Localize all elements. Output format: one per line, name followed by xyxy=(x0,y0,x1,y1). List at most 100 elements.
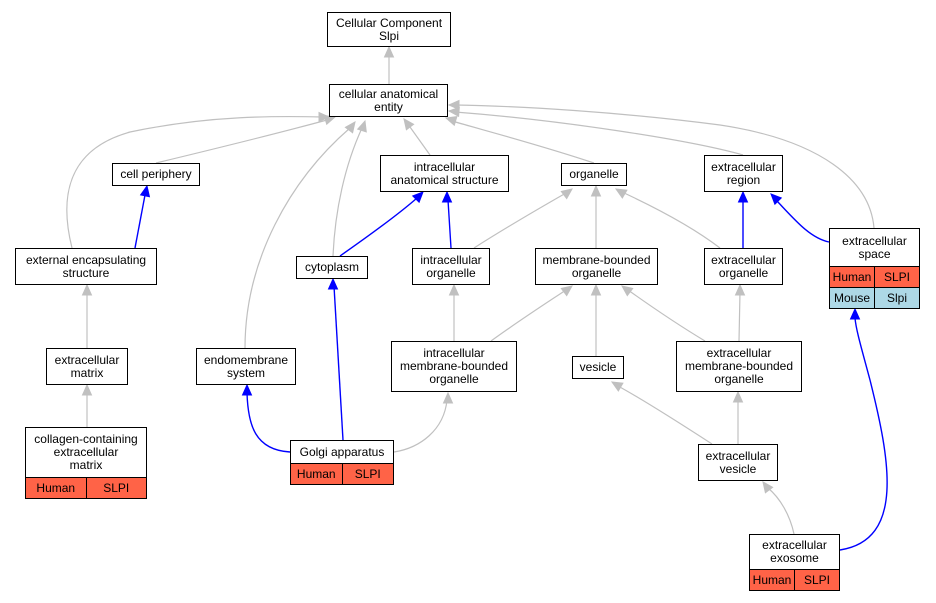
gene-cell: SLPI xyxy=(794,570,839,590)
term-label-line: organelle xyxy=(429,372,479,386)
term-label-line: collagen-containing xyxy=(34,432,138,446)
gene-cell: SLPI xyxy=(874,267,919,287)
term-label: Golgi apparatus xyxy=(291,441,393,463)
arrowhead xyxy=(732,390,744,403)
term-label-line: entity xyxy=(374,99,403,114)
is-a-edge xyxy=(738,291,741,342)
arrowhead xyxy=(614,188,628,199)
arrowhead xyxy=(442,391,454,404)
term-label-line: cellular anatomical xyxy=(338,86,439,101)
go-term-node-cytoplasm[interactable]: cytoplasm xyxy=(296,256,368,279)
arrowhead xyxy=(344,121,356,134)
is-a-edge xyxy=(451,120,595,164)
term-label-line: organelle xyxy=(426,265,476,280)
arrowhead xyxy=(356,119,367,133)
term-label-line: intracellular xyxy=(423,346,485,360)
is-a-edge xyxy=(66,115,323,249)
arrowhead xyxy=(448,283,460,296)
arrowhead xyxy=(849,307,861,320)
term-label-line: intracellular xyxy=(413,159,476,174)
term-label-line: vesicle xyxy=(719,461,757,476)
is-a-edge xyxy=(393,399,448,453)
part-of-edge xyxy=(333,285,344,441)
term-label-line: organelle xyxy=(714,372,764,386)
part-of-edge xyxy=(339,197,418,257)
arrowhead xyxy=(318,111,331,123)
arrowhead xyxy=(441,190,453,203)
term-label-line: organelle xyxy=(718,265,769,280)
term-label-line: extracellular xyxy=(842,233,907,248)
is-a-edge xyxy=(244,127,351,349)
arrowhead xyxy=(762,481,774,494)
go-term-node-organelle[interactable]: organelle xyxy=(561,163,627,186)
arrowhead xyxy=(610,381,624,392)
arrowhead xyxy=(770,193,783,206)
part-of-edge xyxy=(134,194,146,249)
term-label-line: exosome xyxy=(770,551,819,565)
arrowhead xyxy=(560,188,573,200)
go-term-node-cell-periphery[interactable]: cell periphery xyxy=(112,163,200,186)
part-of-edge xyxy=(447,199,452,249)
term-label-line: extracellular xyxy=(53,445,119,459)
arrowhead xyxy=(734,283,746,296)
arrowhead xyxy=(590,184,602,197)
term-label-line: endomembrane xyxy=(203,352,289,367)
species-cell: Human xyxy=(296,466,336,481)
term-label-line: membrane-bounded xyxy=(542,252,651,267)
species-cell: Mouse xyxy=(833,290,871,305)
term-label-line: matrix xyxy=(69,458,103,472)
arrowhead xyxy=(403,118,415,131)
arrowhead xyxy=(139,184,151,198)
is-a-edge xyxy=(454,111,744,156)
term-label-line: cytoplasm xyxy=(304,260,360,274)
part-of-edge xyxy=(776,200,830,243)
term-label-line: Cellular Component xyxy=(335,15,443,30)
gene-cell: SLPI xyxy=(341,464,394,484)
go-term-node-vesicle[interactable]: vesicle xyxy=(572,356,624,379)
arrowhead xyxy=(590,283,602,296)
arrowhead xyxy=(241,383,253,396)
term-label-line: extracellular xyxy=(54,352,120,367)
is-a-edge xyxy=(454,104,875,229)
term-label-line: extracellular xyxy=(711,252,776,267)
arrowhead xyxy=(81,283,93,296)
term-label-line: extracellular xyxy=(705,448,771,463)
gene-cell: SLPI xyxy=(85,478,147,498)
term-label: cell periphery xyxy=(113,164,199,185)
species-gene-row: Human SLPI xyxy=(291,463,393,484)
